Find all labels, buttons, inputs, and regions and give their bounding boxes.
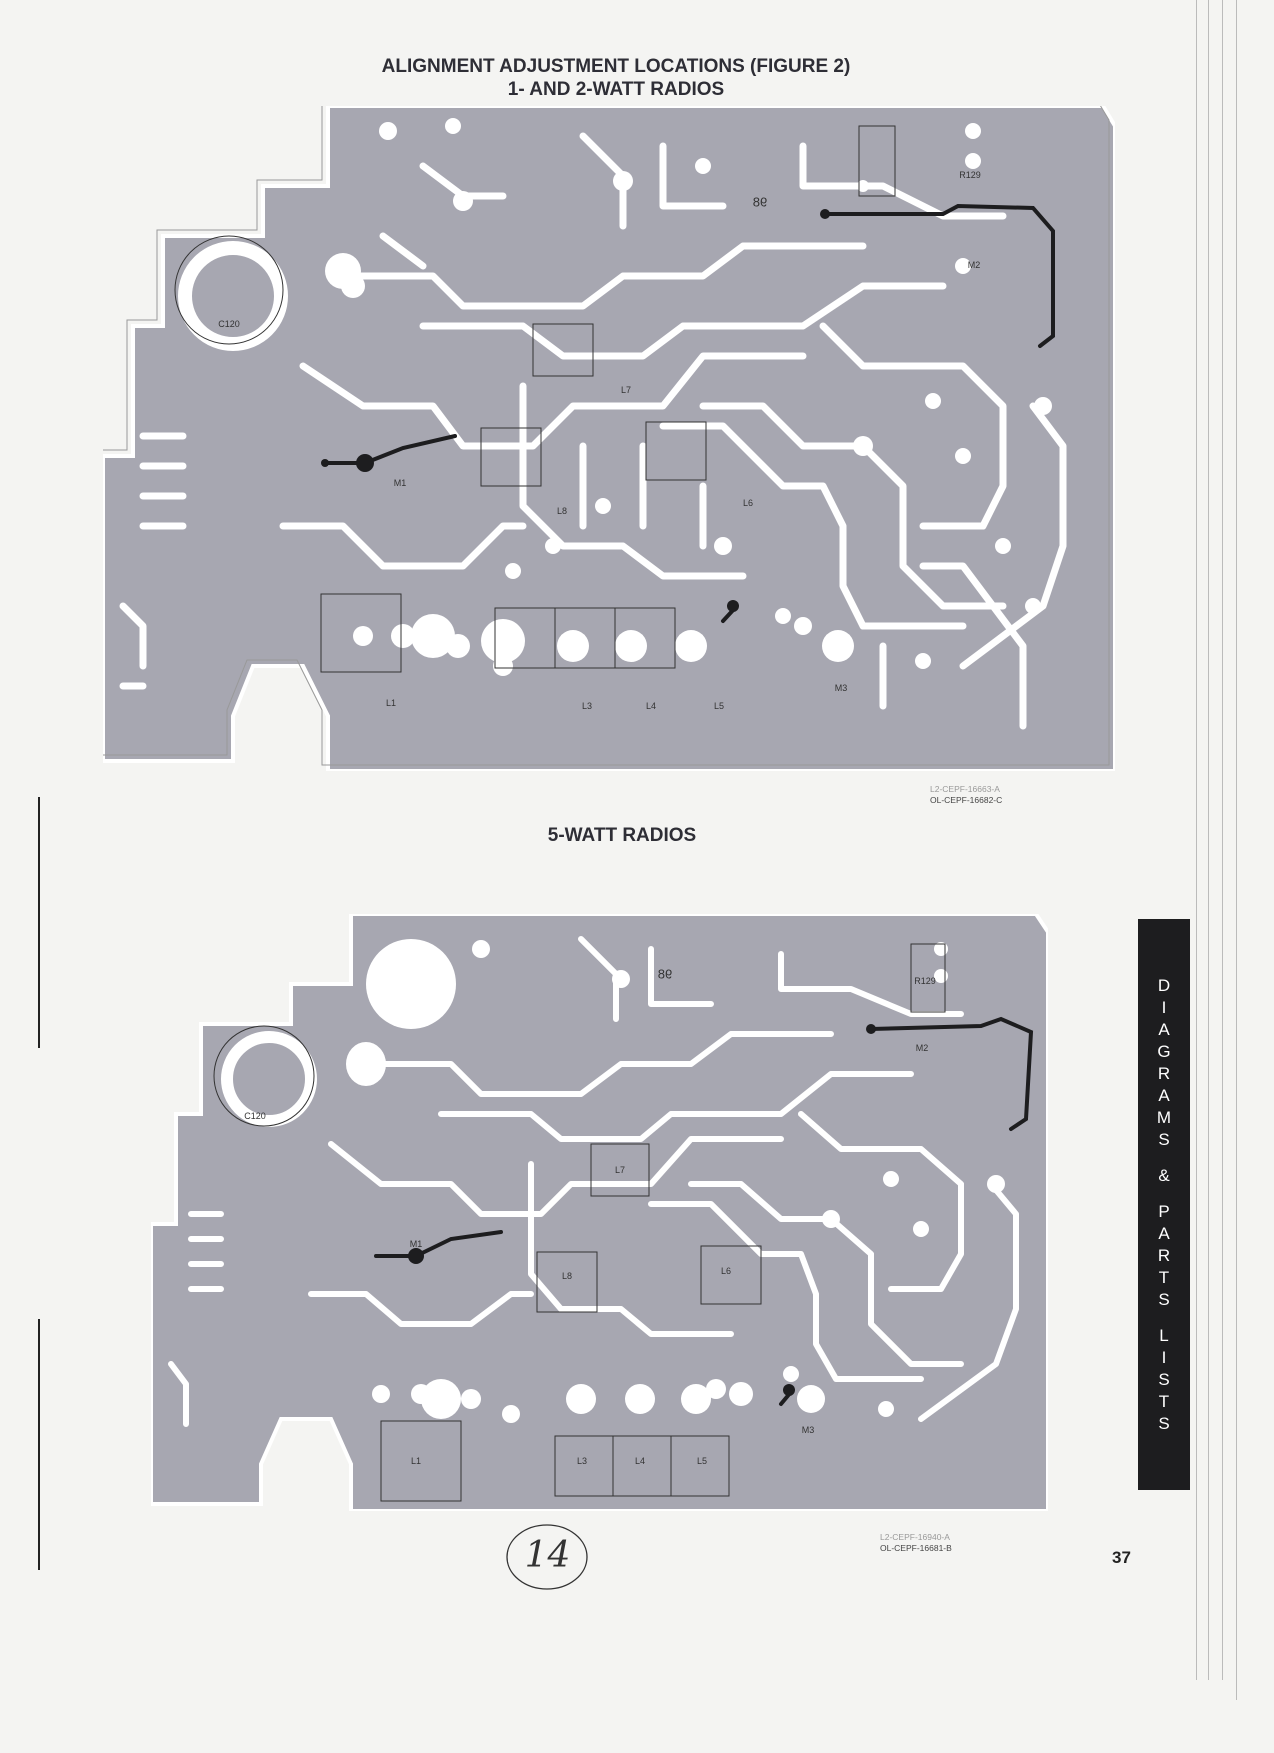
handwritten-note: 14	[505, 1523, 590, 1591]
coil-label-l3: L3	[576, 1456, 588, 1466]
handwritten-number: 14	[524, 1535, 571, 1576]
tab-letter: R	[1157, 1245, 1171, 1265]
coil-label-l7: L7	[614, 1165, 626, 1175]
page-edge	[1236, 0, 1237, 1700]
component-label-r129: R129	[959, 170, 981, 180]
page-edge	[1222, 0, 1223, 1680]
tab-letter: S	[1158, 1289, 1170, 1309]
adjust-label-m1: M1	[409, 1239, 423, 1249]
tab-letter: D	[1157, 975, 1171, 995]
component-label-c120: C120	[244, 1111, 266, 1121]
page-subtitle: 1- AND 2-WATT RADIOS	[507, 79, 725, 100]
coil-label-l1: L1	[410, 1456, 422, 1466]
pcb-board-1-2-watt: C120 R129 M2 L7 M1 L8 L6 L1 L3 L4 L5 M3 …	[96, 99, 1117, 773]
handwritten-circle	[506, 1524, 588, 1590]
tab-letter: T	[1158, 1391, 1170, 1411]
tab-letter: A	[1158, 1223, 1170, 1243]
page-number: 37	[1112, 1548, 1131, 1567]
tab-letter: S	[1158, 1413, 1170, 1433]
tab-letter: S	[1158, 1369, 1170, 1389]
margin-bracket	[38, 797, 40, 1048]
board-code-line: OL-CEPF-16681-B	[880, 1543, 952, 1553]
page-title: ALIGNMENT ADJUSTMENT LOCATIONS (FIGURE 2…	[381, 56, 851, 77]
tab-letter: A	[1158, 1019, 1170, 1039]
margin-bracket	[38, 1319, 40, 1570]
coil-label-l4: L4	[634, 1456, 646, 1466]
coil-label-l3: L3	[581, 701, 593, 711]
tab-letter: G	[1157, 1041, 1171, 1061]
adjust-label-m3: M3	[801, 1425, 815, 1435]
component-label-r129: R129	[914, 976, 936, 986]
pcb-board-5-watt: C120 R129 M2 L7 M1 L8 L6 L1 L3 L4 L5 M3 …	[149, 912, 1050, 1513]
adjust-label-m3: M3	[834, 683, 848, 693]
section-title: 5-WATT RADIOS	[547, 825, 697, 846]
pcb-layout-diagram	[149, 912, 1050, 1513]
coil-label-l5: L5	[696, 1456, 708, 1466]
pcb-layout-diagram	[96, 99, 1117, 773]
coil-label-l7: L7	[620, 385, 632, 395]
component-label-c120: C120	[218, 319, 240, 329]
board-marking: 98	[657, 966, 673, 982]
coil-label-l8: L8	[556, 506, 568, 516]
board-code-line: L2-CEPF-16663-A	[930, 784, 1000, 794]
tab-letter: P	[1158, 1201, 1170, 1221]
tab-letter: I	[1161, 1347, 1167, 1367]
page-edge	[1196, 0, 1197, 1680]
page-edge	[1208, 0, 1209, 1680]
tab-letter: R	[1157, 1063, 1171, 1083]
tab-letter: M	[1156, 1107, 1172, 1127]
tab-letter: &	[1158, 1165, 1170, 1185]
tab-letter: I	[1161, 997, 1167, 1017]
tab-letter: S	[1158, 1129, 1170, 1149]
board-code-line: OL-CEPF-16682-C	[930, 795, 1003, 805]
board-code-1: L2-CEPF-16663-A OL-CEPF-16682-C	[930, 784, 1002, 806]
coil-label-l5: L5	[713, 701, 725, 711]
coil-label-l6: L6	[742, 498, 754, 508]
tab-letter: L	[1159, 1325, 1169, 1345]
board-code-2: L2-CEPF-16940-A OL-CEPF-16681-B	[880, 1532, 952, 1554]
coil-label-l1: L1	[385, 698, 397, 708]
tab-letter: T	[1158, 1267, 1170, 1287]
coil-label-l8: L8	[561, 1271, 573, 1281]
coil-label-l6: L6	[720, 1266, 732, 1276]
adjust-label-m1: M1	[393, 478, 407, 488]
tab-letter: A	[1158, 1085, 1170, 1105]
adjust-label-m2: M2	[915, 1043, 929, 1053]
board-code-line: L2-CEPF-16940-A	[880, 1532, 950, 1542]
board-marking: 98	[752, 194, 768, 210]
adjust-label-m2: M2	[967, 260, 981, 270]
coil-label-l4: L4	[645, 701, 657, 711]
